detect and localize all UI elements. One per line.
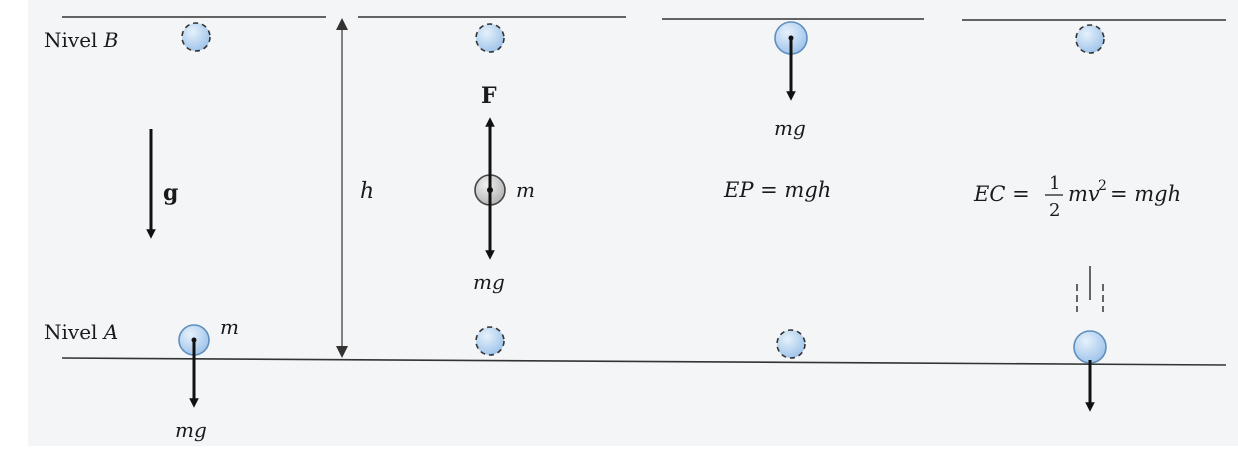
force-label: F xyxy=(481,83,497,109)
ec-rhs: = mgh xyxy=(1110,182,1181,206)
ball-panel1-top xyxy=(181,22,211,52)
force-arrows xyxy=(146,40,1095,412)
level-a-label: Nivel A xyxy=(44,320,118,344)
weight-label-a: mg xyxy=(175,418,207,442)
height-label: h xyxy=(360,179,374,204)
ball-panel1-bottom xyxy=(178,324,210,356)
height-arrow-bottom-icon xyxy=(336,346,348,358)
dashed-ball-icon xyxy=(1075,24,1105,54)
ec-lhs: EC = xyxy=(973,182,1030,206)
ball-panel4-bottom xyxy=(1073,330,1107,364)
ball-panel2-bottom xyxy=(475,326,505,356)
ball-panel4-top xyxy=(1075,24,1105,54)
ec-fraction-numerator: 1 xyxy=(1049,173,1060,194)
ball-icon xyxy=(1073,330,1107,364)
ec-mv: mv xyxy=(1068,182,1100,206)
mass-label-mid: m xyxy=(516,178,535,202)
level-lines xyxy=(61,16,1227,366)
dashed-ball-icon xyxy=(475,23,505,53)
level-a-line xyxy=(61,357,1227,366)
ec-equation: EC = 1 2 mv 2 = mgh xyxy=(973,173,1181,221)
mass-label-a: m xyxy=(220,315,239,339)
ball-center-dot xyxy=(788,35,794,41)
dashed-ball-icon xyxy=(776,329,806,359)
weight-label-top: mg xyxy=(774,116,806,140)
ep-equation: EP = mgh xyxy=(723,178,831,202)
diagram-background xyxy=(28,0,1238,446)
gravity-label: g xyxy=(163,180,178,206)
level-b-label: Nivel B xyxy=(44,28,119,52)
height-arrow-top-icon xyxy=(336,18,348,30)
dashed-ball-icon xyxy=(181,22,211,52)
dashed-ball-icon xyxy=(475,326,505,356)
motion-lines xyxy=(1076,266,1104,312)
weight-label-mid: mg xyxy=(473,270,505,294)
ec-exponent: 2 xyxy=(1098,178,1107,194)
ball-center-dot xyxy=(487,187,493,193)
ball-center-dot xyxy=(191,337,197,343)
ec-fraction-denominator: 2 xyxy=(1049,200,1060,221)
ball-panel3-bottom xyxy=(776,329,806,359)
ball-panel2-top xyxy=(475,23,505,53)
